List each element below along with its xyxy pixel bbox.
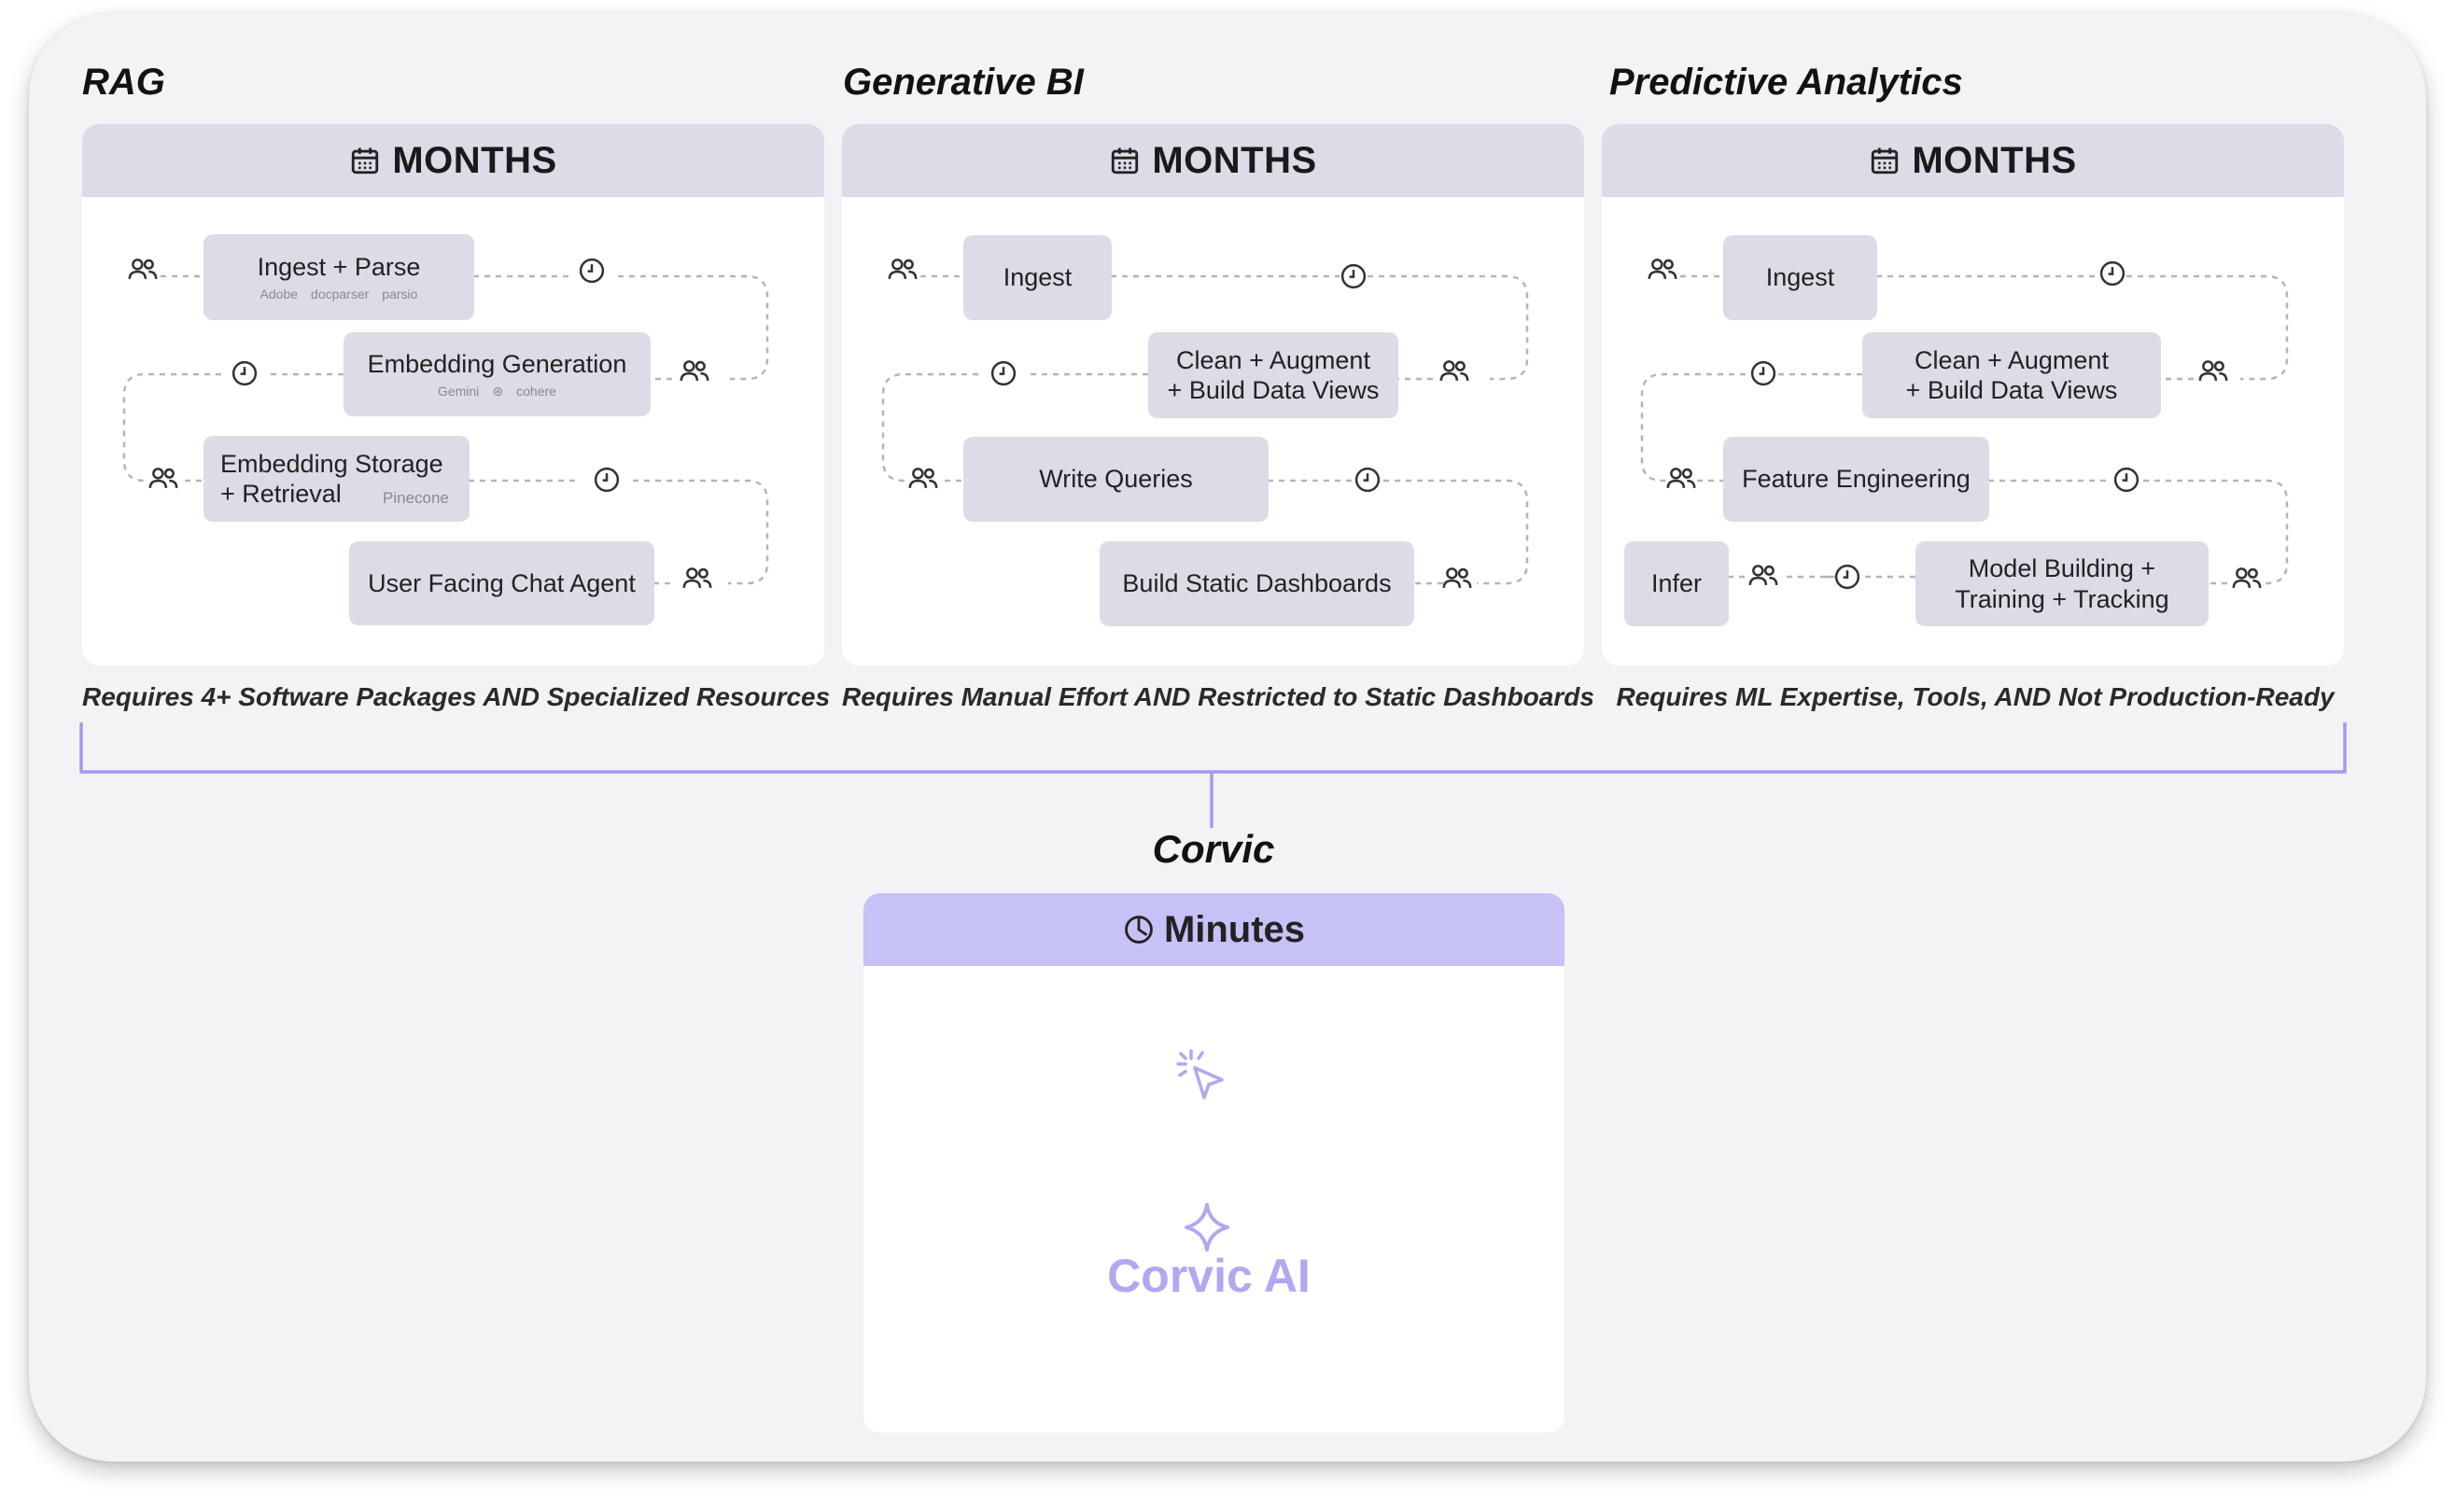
rag-step-ingest-parse: Ingest + Parse Adobe docparser parsio xyxy=(203,234,474,320)
generative-bi-requirement: Requires Manual Effort AND Restricted to… xyxy=(842,682,1594,711)
clock-icon xyxy=(990,360,1017,386)
predictive-analytics-timeframe-label: MONTHS xyxy=(1912,139,2077,181)
gbi-step-write-queries: Write Queries xyxy=(963,437,1269,522)
rag-timeframe-header: MONTHS xyxy=(82,124,824,197)
gbi-step-clean-augment-label: Clean + Augment xyxy=(1176,345,1370,374)
rag-timeframe-label: MONTHS xyxy=(392,139,557,181)
pa-step-feature-engineering-label: Feature Engineering xyxy=(1742,465,1971,494)
parser-logos: Adobe docparser parsio xyxy=(260,287,418,302)
people-icon xyxy=(680,360,709,381)
clock-icon xyxy=(2099,260,2125,287)
gbi-step-clean-augment: Clean + Augment + Build Data Views xyxy=(1148,332,1398,418)
generative-bi-timeframe-header: MONTHS xyxy=(842,124,1584,197)
people-icon xyxy=(908,468,938,488)
rag-step-embedding-storage-label: Embedding Storage xyxy=(220,449,443,478)
gbi-step-build-data-views-label: + Build Data Views xyxy=(1167,376,1380,404)
generative-bi-timeframe-label: MONTHS xyxy=(1152,139,1317,181)
rag-step-user-facing-chat-agent-label: User Facing Chat Agent xyxy=(368,568,636,597)
people-icon xyxy=(888,259,918,279)
rag-step-embedding-generation: Embedding Generation Gemini ⊛ cohere xyxy=(344,332,651,416)
corvic-panel: Minutes xyxy=(863,893,1564,1433)
pa-step-ingest-label: Ingest xyxy=(1765,263,1835,292)
calendar-icon xyxy=(1112,147,1139,175)
people-icon xyxy=(682,567,712,588)
pa-step-infer: Infer xyxy=(1624,541,1729,626)
gemini-logo: Gemini xyxy=(438,383,480,399)
gbi-step-write-queries-label: Write Queries xyxy=(1039,465,1193,494)
corvic-title: Corvic xyxy=(1152,827,1275,871)
rag-connectors xyxy=(122,274,769,585)
gbi-step-build-static-dashboards: Build Static Dashboards xyxy=(1100,541,1414,626)
corvic-timeframe-header: Minutes xyxy=(863,893,1564,966)
openai-icon: ⊛ xyxy=(492,383,504,399)
clock-icon xyxy=(1834,564,1860,590)
people-icon xyxy=(2198,360,2228,381)
rag-step-ingest-parse-label: Ingest + Parse xyxy=(257,253,421,282)
people-icon xyxy=(1439,360,1469,381)
pa-step-infer-label: Infer xyxy=(1650,569,1703,598)
sparkle-icon xyxy=(1185,1203,1229,1252)
people-icon xyxy=(1442,567,1472,588)
pa-step-feature-engineering: Feature Engineering xyxy=(1723,437,1989,522)
clock-icon xyxy=(1340,263,1367,289)
pa-step-build-data-views-label: + Build Data Views xyxy=(1905,376,2118,404)
bracket-connector xyxy=(79,722,2347,828)
clock-icon xyxy=(579,258,605,284)
rag-step-user-facing-chat-agent: User Facing Chat Agent xyxy=(349,541,654,625)
pa-step-model-building: Model Building + Training + Tracking xyxy=(1915,541,2209,626)
people-icon xyxy=(2232,567,2262,588)
clock-icon xyxy=(2113,467,2139,493)
rag-requirement: Requires 4+ Software Packages AND Specia… xyxy=(82,682,831,711)
predictive-analytics-title: Predictive Analytics xyxy=(1609,62,1963,103)
embedding-logos: Gemini ⊛ cohere xyxy=(438,384,556,399)
gbi-step-ingest: Ingest xyxy=(963,235,1112,320)
cohere-logo: cohere xyxy=(516,383,556,399)
predictive-analytics-timeframe-header: MONTHS xyxy=(1602,124,2344,197)
generative-bi-connectors xyxy=(881,274,1529,585)
people-icon xyxy=(1666,468,1696,488)
clock-icon xyxy=(1354,467,1381,493)
corvic-timeframe-label: Minutes xyxy=(1163,908,1306,950)
pinecone-logo: Pinecone xyxy=(383,489,449,507)
timer-icon xyxy=(1125,916,1153,944)
people-icon xyxy=(1648,259,1677,279)
generative-bi-title: Generative BI xyxy=(843,62,1084,103)
pa-step-clean-augment: Clean + Augment + Build Data Views xyxy=(1862,332,2161,418)
people-icon xyxy=(1748,565,1778,585)
pa-step-clean-augment-label: Clean + Augment xyxy=(1915,345,2109,374)
pa-step-training-tracking-label: Training + Tracking xyxy=(1955,584,2169,613)
clock-icon xyxy=(1750,360,1776,386)
clock-icon xyxy=(231,360,258,386)
docparser-logo: docparser xyxy=(311,286,370,301)
calendar-icon xyxy=(1872,147,1899,175)
rag-step-embedding-storage: Embedding Storage + Retrieval xyxy=(203,436,470,522)
people-icon xyxy=(148,468,178,488)
parsio-logo: parsio xyxy=(382,286,418,301)
calendar-icon xyxy=(352,147,379,175)
pa-step-ingest: Ingest xyxy=(1723,235,1877,320)
rag-step-retrieval-label: + Retrieval xyxy=(220,480,342,508)
gbi-step-build-static-dashboards-label: Build Static Dashboards xyxy=(1122,569,1392,598)
predictive-analytics-requirement: Requires ML Expertise, Tools, AND Not Pr… xyxy=(1616,682,2335,711)
predictive-analytics-connectors xyxy=(1640,274,2289,585)
cursor-click-icon xyxy=(1176,1049,1224,1099)
adobe-logo: Adobe xyxy=(260,286,299,301)
people-icon xyxy=(128,259,158,279)
gbi-step-ingest-label: Ingest xyxy=(1003,263,1073,292)
corvic-ai-label: Corvic AI xyxy=(1107,1250,1311,1302)
clock-icon xyxy=(594,467,620,493)
rag-step-embedding-generation-label: Embedding Generation xyxy=(367,350,627,379)
rag-title: RAG xyxy=(82,62,165,103)
pa-step-model-building-label: Model Building + xyxy=(1968,554,2156,583)
